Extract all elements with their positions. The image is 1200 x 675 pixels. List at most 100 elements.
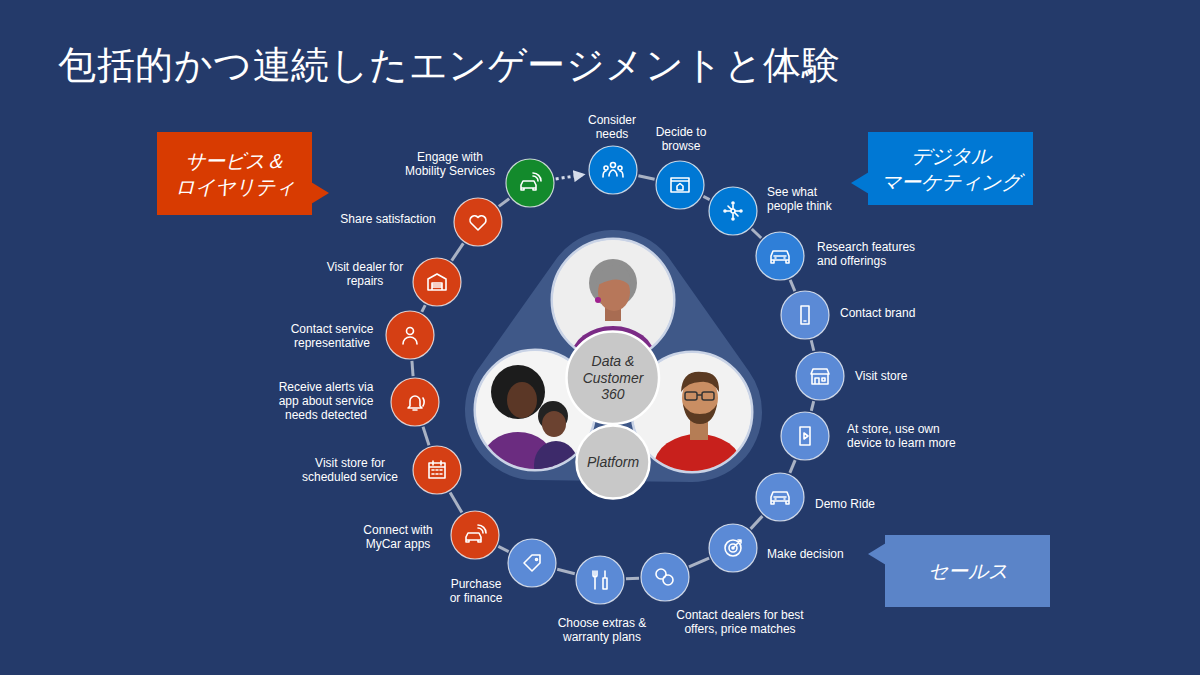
step-circle [655,160,705,210]
step-circle [575,555,625,605]
journey-connector [638,176,654,180]
callout-label: セールス [928,558,1008,584]
step-icon [429,461,445,478]
step-label: Share satisfaction [332,212,444,226]
step-circle [708,186,758,236]
step-circle [505,158,555,208]
step-circle-fill [756,232,804,280]
step-label-box: Connect with MyCar apps [354,523,442,551]
step-label-box: Consider needs [577,113,647,141]
step-circle [507,538,557,588]
step-icon [466,525,486,542]
journey-step: Visit dealer for repairs [412,257,462,307]
journey-step: Demo Ride [755,472,805,522]
step-circle-fill [413,446,461,494]
step-label: See what people think [767,185,849,213]
journey-connector [752,229,761,238]
step-circle-fill [709,524,757,572]
step-label-box: See what people think [767,185,849,213]
step-label-box: Make decision [767,547,877,561]
step-label: At store, use own device to learn more [847,422,969,450]
journey-connector [450,492,462,512]
step-label-box: Choose extras & warranty plans [552,616,652,644]
step-circle [640,552,690,602]
journey-step: Contact dealers for best offers, price m… [640,552,690,602]
hub-circle-fill [577,426,650,499]
callout-pointer [868,543,886,565]
step-icon [771,492,789,504]
step-circle-fill [508,539,556,587]
journey-connector [498,546,508,551]
step-label: Connect with MyCar apps [354,523,442,551]
step-icon [800,427,810,445]
journey-step: Make decision [708,523,758,573]
page-title: 包括的かつ連続したエンゲージメントと体験 [58,40,840,91]
step-label-box: Purchase or finance [444,577,508,605]
hub-circle: Data & Customer 360 [565,330,661,426]
step-circle-fill [796,352,844,400]
step-icon [428,274,446,290]
callout-pointer-shape [868,543,886,565]
hub-circle: Platform [575,424,651,500]
step-label-box: Visit store for scheduled service [296,456,404,484]
journey-connector [452,243,464,260]
callout-pointer [311,182,329,204]
step-label: Make decision [767,547,877,561]
callout-pointer [851,172,869,194]
step-icon [603,163,623,178]
step-label-box: Demo Ride [815,497,905,511]
journey-connector [499,199,509,207]
step-label: Decide to browse [648,125,714,153]
stage-callout: サービス＆ ロイヤリティ [157,132,312,215]
step-circle-fill [781,291,829,339]
step-icon [801,306,809,324]
step-label: Demo Ride [815,497,905,511]
step-circle-fill [756,473,804,521]
journey-connector [811,401,813,411]
journey-step: Engage with Mobility Services [505,158,555,208]
step-label: Research features and offerings [817,240,929,268]
journey-connector [557,569,575,573]
journey-step: Choose extras & warranty plans [575,555,625,605]
journey-connector [556,174,585,178]
step-circle [412,257,462,307]
step-circle-fill [641,553,689,601]
step-circle-fill [413,258,461,306]
step-label-box: Decide to browse [648,125,714,153]
step-label-box: Engage with Mobility Services [400,150,500,178]
step-circle [755,231,805,281]
step-icon [521,173,541,190]
step-circle [390,377,440,427]
step-label-box: Receive alerts via app about service nee… [271,380,381,422]
step-circle [412,445,462,495]
journey-step: Visit store for scheduled service [412,445,462,495]
callout-label: デジタル マーケティング [878,143,1023,195]
step-icon [811,369,829,384]
journey-step: Receive alerts via app about service nee… [390,377,440,427]
step-label: Consider needs [577,113,647,141]
step-label-box: Contact service representative [284,322,380,350]
journey-connector [790,280,795,291]
journey-step: See what people think [708,186,758,236]
step-label-box: Visit dealer for repairs [326,260,404,288]
step-label: Contact brand [840,306,950,320]
step-circle-fill [709,187,757,235]
step-label: Contact dealers for best offers, price m… [665,608,815,636]
journey-step: Consider needs [588,145,638,195]
step-icon [771,251,789,263]
journey-connector [790,460,795,473]
step-circle-fill [781,412,829,460]
step-label-box: Research features and offerings [817,240,929,268]
journey-step: Decide to browse [655,160,705,210]
step-circle [795,351,845,401]
hub-label: Platform [580,454,646,471]
journey-step: Visit store [795,351,845,401]
journey-step: Purchase or finance [507,538,557,588]
step-label-box: At store, use own device to learn more [847,422,969,450]
hub-circle-fill [567,332,660,425]
journey-connector [689,558,709,567]
stage-callout: デジタル マーケティング [868,132,1033,205]
step-label: Visit dealer for repairs [326,260,404,288]
journey-connector [423,427,429,446]
journey-connector [422,305,425,312]
